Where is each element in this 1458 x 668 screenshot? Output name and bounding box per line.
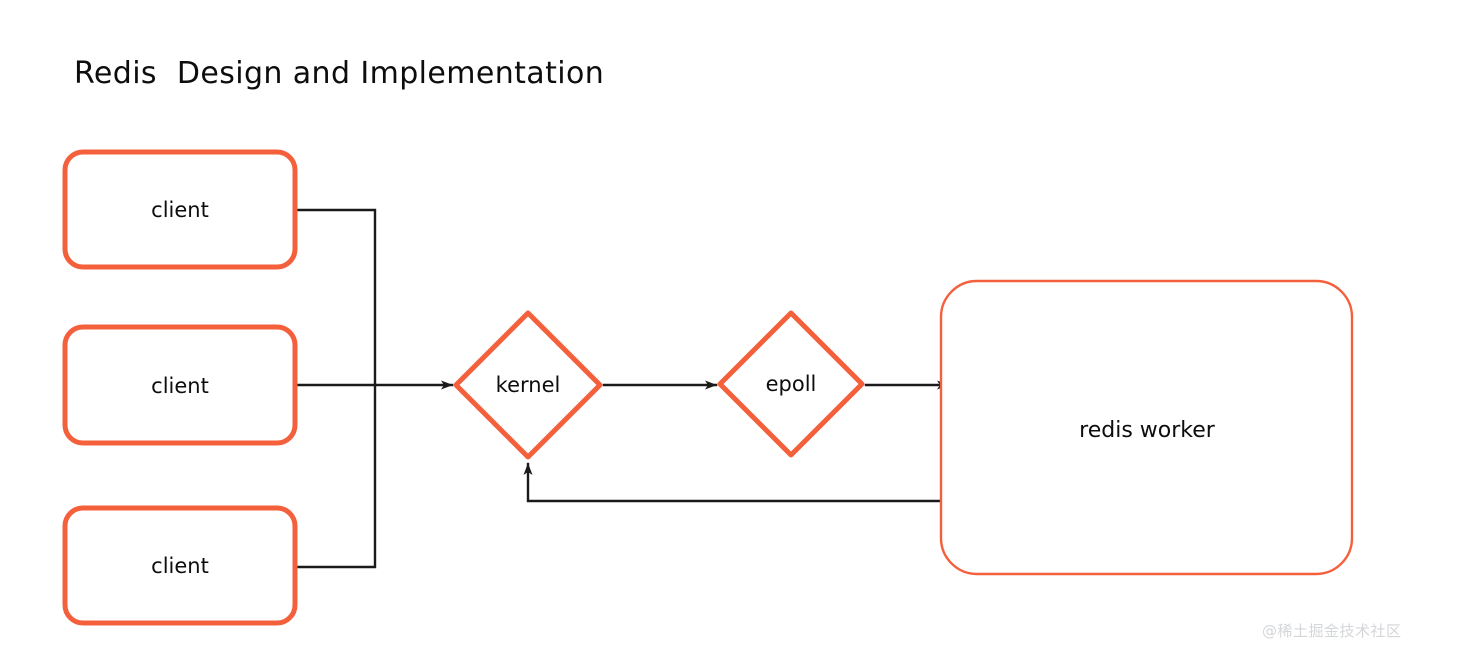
edge-worker-to-kernel-feedback	[523, 462, 946, 503]
node-client-top[interactable]	[62, 149, 298, 270]
node-epoll[interactable]	[717, 310, 865, 458]
node-kernel[interactable]	[453, 310, 603, 460]
node-group	[62, 149, 1354, 626]
node-client-bottom[interactable]	[62, 505, 298, 626]
watermark: @稀土掘金技术社区	[1262, 622, 1402, 640]
page-title: Redis Design and Implementation	[74, 56, 605, 91]
edge-client-top-to-kernel	[293, 208, 377, 387]
edge-client-bottom-to-kernel	[293, 383, 377, 569]
connector-group	[293, 208, 950, 569]
node-client-middle[interactable]	[62, 324, 298, 446]
node-redis-worker[interactable]	[939, 279, 1354, 576]
